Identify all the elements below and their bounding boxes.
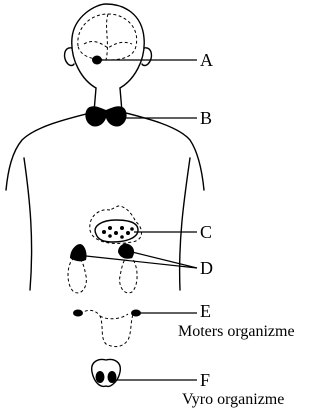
left-shoulder-arm [6, 112, 94, 190]
caption-e: Moters organizme [178, 323, 295, 340]
left-torso-side [24, 158, 32, 290]
scrotum-outline [92, 360, 121, 387]
right-ovary [131, 310, 141, 317]
pituitary-gland [92, 56, 102, 65]
label-e: E [200, 301, 211, 321]
label-d: D [200, 258, 213, 278]
uterus-inner [100, 314, 128, 319]
caption-f: Vyro organizme [182, 391, 284, 408]
left-ovary [73, 310, 83, 317]
label-b: B [200, 108, 212, 128]
head-outline [72, 4, 144, 88]
right-adrenal-gland [118, 243, 134, 258]
label-f: F [200, 370, 210, 390]
label-c: C [200, 222, 212, 242]
brain-midline [106, 14, 108, 60]
pancreas-outline [95, 220, 138, 242]
pancreas-islets [102, 226, 134, 239]
thyroid-gland [85, 106, 126, 126]
leader-d-right [132, 252, 197, 268]
left-testis [96, 371, 105, 383]
label-a: A [200, 50, 213, 70]
right-shoulder-arm [122, 112, 204, 190]
brain [78, 14, 137, 60]
uterus-outline [80, 310, 134, 346]
left-kidney [68, 258, 86, 293]
right-testis [108, 371, 117, 383]
right-torso-side [180, 158, 190, 290]
left-adrenal-gland [70, 244, 87, 261]
brain-fold [84, 41, 132, 48]
body-outline [6, 4, 204, 290]
